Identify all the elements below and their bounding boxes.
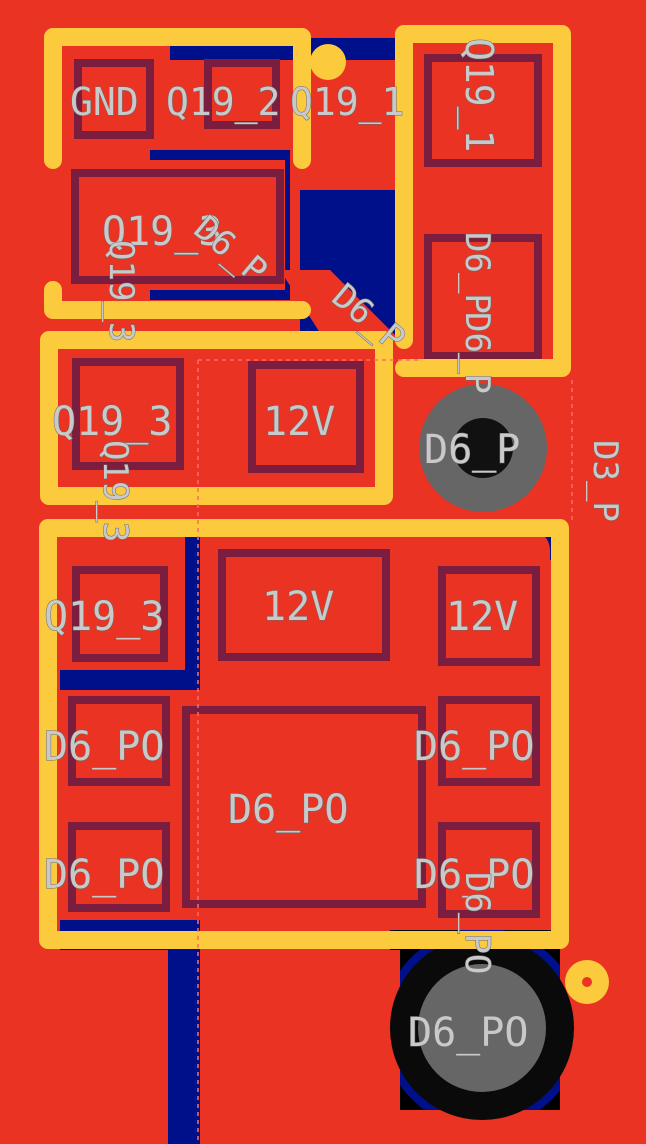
label-d6-po-left-2: D6_PO [44, 852, 164, 898]
zone-d6-p-diagonal [280, 270, 400, 380]
silk-q19-outline-bottom [44, 281, 311, 319]
label-q19-1-horizontal: Q19_1 [290, 80, 404, 125]
via-small-top [310, 44, 346, 80]
label-12v-mid: 12V [262, 584, 334, 630]
pad-d6-po-center [182, 706, 426, 908]
label-d6-po-left-1: D6_PO [44, 724, 164, 770]
pad-d6-p [424, 234, 542, 360]
copper-fill-right-bottom [560, 560, 646, 1144]
pad-q19-3-mid [72, 358, 184, 470]
courtyard-outline [197, 359, 573, 1144]
pad-q19-2 [204, 59, 280, 129]
label-q19-1-vertical: Q19_1 [456, 38, 501, 152]
label-d3-p: D3_P [585, 440, 625, 522]
label-q19-3-rotated: Q19_3 [101, 240, 141, 342]
label-d6-po-center: D6_PO [228, 787, 348, 833]
label-12v-right: 12V [446, 594, 518, 640]
pad-q19-3-large [71, 169, 284, 284]
pad-gnd [74, 59, 154, 139]
pad-12v-right [438, 566, 540, 666]
pad-d6-po-l2 [68, 822, 170, 912]
label-q19-2: Q19_2 [166, 80, 280, 125]
pad-12v-top [248, 361, 364, 473]
label-d6-po-via: D6_PO [408, 1010, 528, 1056]
label-d6-po-rotated: D6_PO [457, 872, 497, 974]
label-d6-p-vertical-2: D6_P [457, 312, 497, 394]
label-d6-po-right-2: D6_PO [414, 852, 534, 898]
silk-d6-p-outline [395, 25, 571, 377]
label-q19-3-low: Q19_3 [44, 594, 164, 640]
pad-d6-po-r1 [438, 696, 540, 786]
silk-d6-po-outline [39, 519, 569, 949]
pad-12v-mid [218, 549, 390, 661]
via-small-yellow-hole [582, 977, 592, 987]
label-d6-p-via: D6_P [424, 427, 520, 473]
pad-q19-1 [424, 54, 542, 167]
vias [310, 44, 609, 1120]
label-d6-p-vertical: D6_P [457, 232, 497, 314]
pad-q19-3-low [72, 566, 168, 662]
label-q19-3-rotated-2: Q19_3 [95, 440, 135, 542]
silkscreen-layer [39, 25, 571, 949]
label-d6-po-right-1: D6_PO [414, 724, 534, 770]
silk-12v-top-outline [40, 331, 393, 505]
via-d6-po [418, 964, 546, 1092]
copper-fill-bottom-left [0, 950, 168, 1144]
via-d6-p-hole [453, 418, 513, 478]
label-q19-3-mid: Q19_3 [52, 399, 172, 445]
label-q19-3-large: Q19_3 [102, 209, 222, 255]
copper-fill-right-top [575, 0, 646, 330]
silk-q19-outline-top [44, 28, 311, 169]
pads [68, 54, 542, 918]
label-12v-top: 12V [263, 399, 335, 445]
label-gnd: GND [70, 80, 139, 124]
pad-d6-po-r2 [438, 822, 540, 918]
pad-d6-po-l1 [68, 696, 170, 786]
copper-fill-bottom-mid [200, 950, 400, 1144]
